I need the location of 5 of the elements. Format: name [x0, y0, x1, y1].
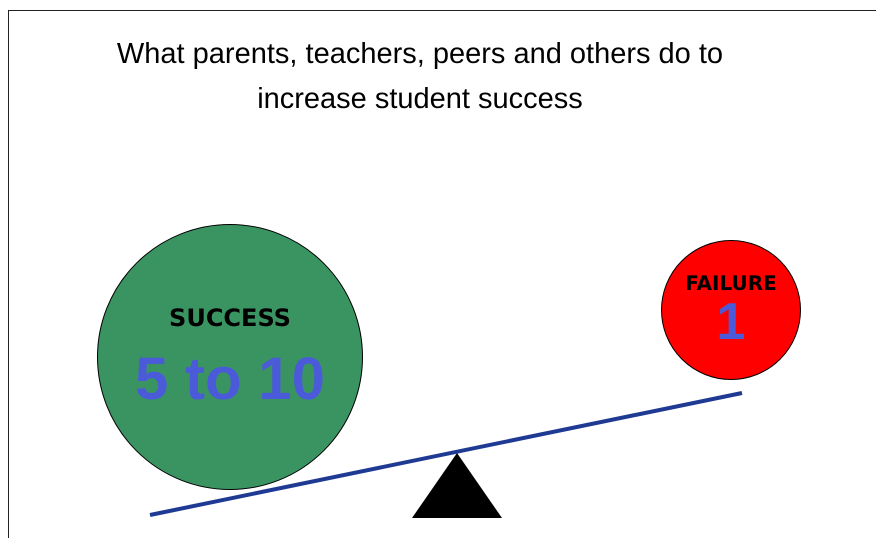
node-heading: FAILURE [685, 272, 777, 294]
title: What parents, teachers, peers and others do to increase student success [116, 37, 724, 117]
ratio-number: 1 [716, 296, 746, 348]
ratio-number: 5 to 10 [134, 349, 326, 410]
node-heading: SUCCESS [169, 304, 291, 332]
